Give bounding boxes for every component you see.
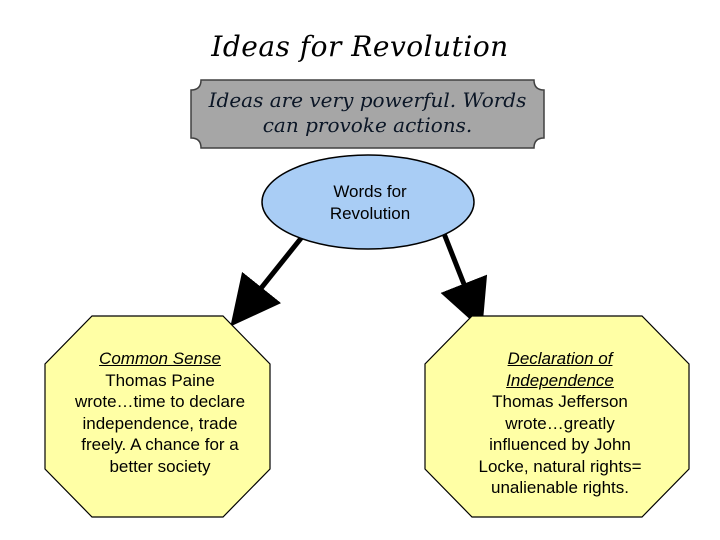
left-octagon	[44, 315, 271, 518]
declaration-line: unalienable rights.	[491, 478, 629, 497]
banner-text: Ideas are very powerful. Words can provo…	[195, 88, 540, 138]
declaration-line: wrote…greatly	[505, 413, 615, 433]
common-sense-node-text: Common Sense Thomas Paine wrote…time to …	[40, 348, 280, 477]
declaration-heading-line-2: Independence	[506, 370, 614, 390]
banner-plaque	[190, 79, 545, 149]
center-node-line-1: Words for	[333, 182, 407, 201]
declaration-line: influenced by John	[489, 435, 631, 454]
center-node-text: Words for Revolution	[270, 181, 470, 225]
common-sense-heading: Common Sense	[99, 349, 221, 368]
declaration-heading-line-1: Declaration of	[507, 349, 613, 368]
common-sense-line: wrote…time to declare	[74, 392, 246, 411]
declaration-line: Locke, natural rights=	[478, 456, 642, 476]
banner-line-2: can provoke actions.	[262, 113, 473, 137]
common-sense-line: better society	[109, 456, 211, 476]
common-sense-line: freely. A chance for a	[81, 435, 239, 454]
page-title: Ideas for Revolution	[211, 30, 509, 63]
declaration-line: Thomas Jefferson	[492, 392, 628, 411]
arrow-to-common-sense	[230, 225, 312, 327]
center-oval	[261, 154, 475, 250]
declaration-node-text: Declaration of Independence Thomas Jeffe…	[440, 348, 680, 499]
center-node-line-2: Revolution	[329, 204, 411, 223]
common-sense-line: independence, trade	[82, 413, 238, 433]
common-sense-line: Thomas Paine	[105, 370, 215, 390]
banner-line-1: Ideas are very powerful. Words	[208, 88, 527, 112]
right-octagon	[424, 315, 690, 518]
arrow-to-declaration	[440, 230, 488, 331]
